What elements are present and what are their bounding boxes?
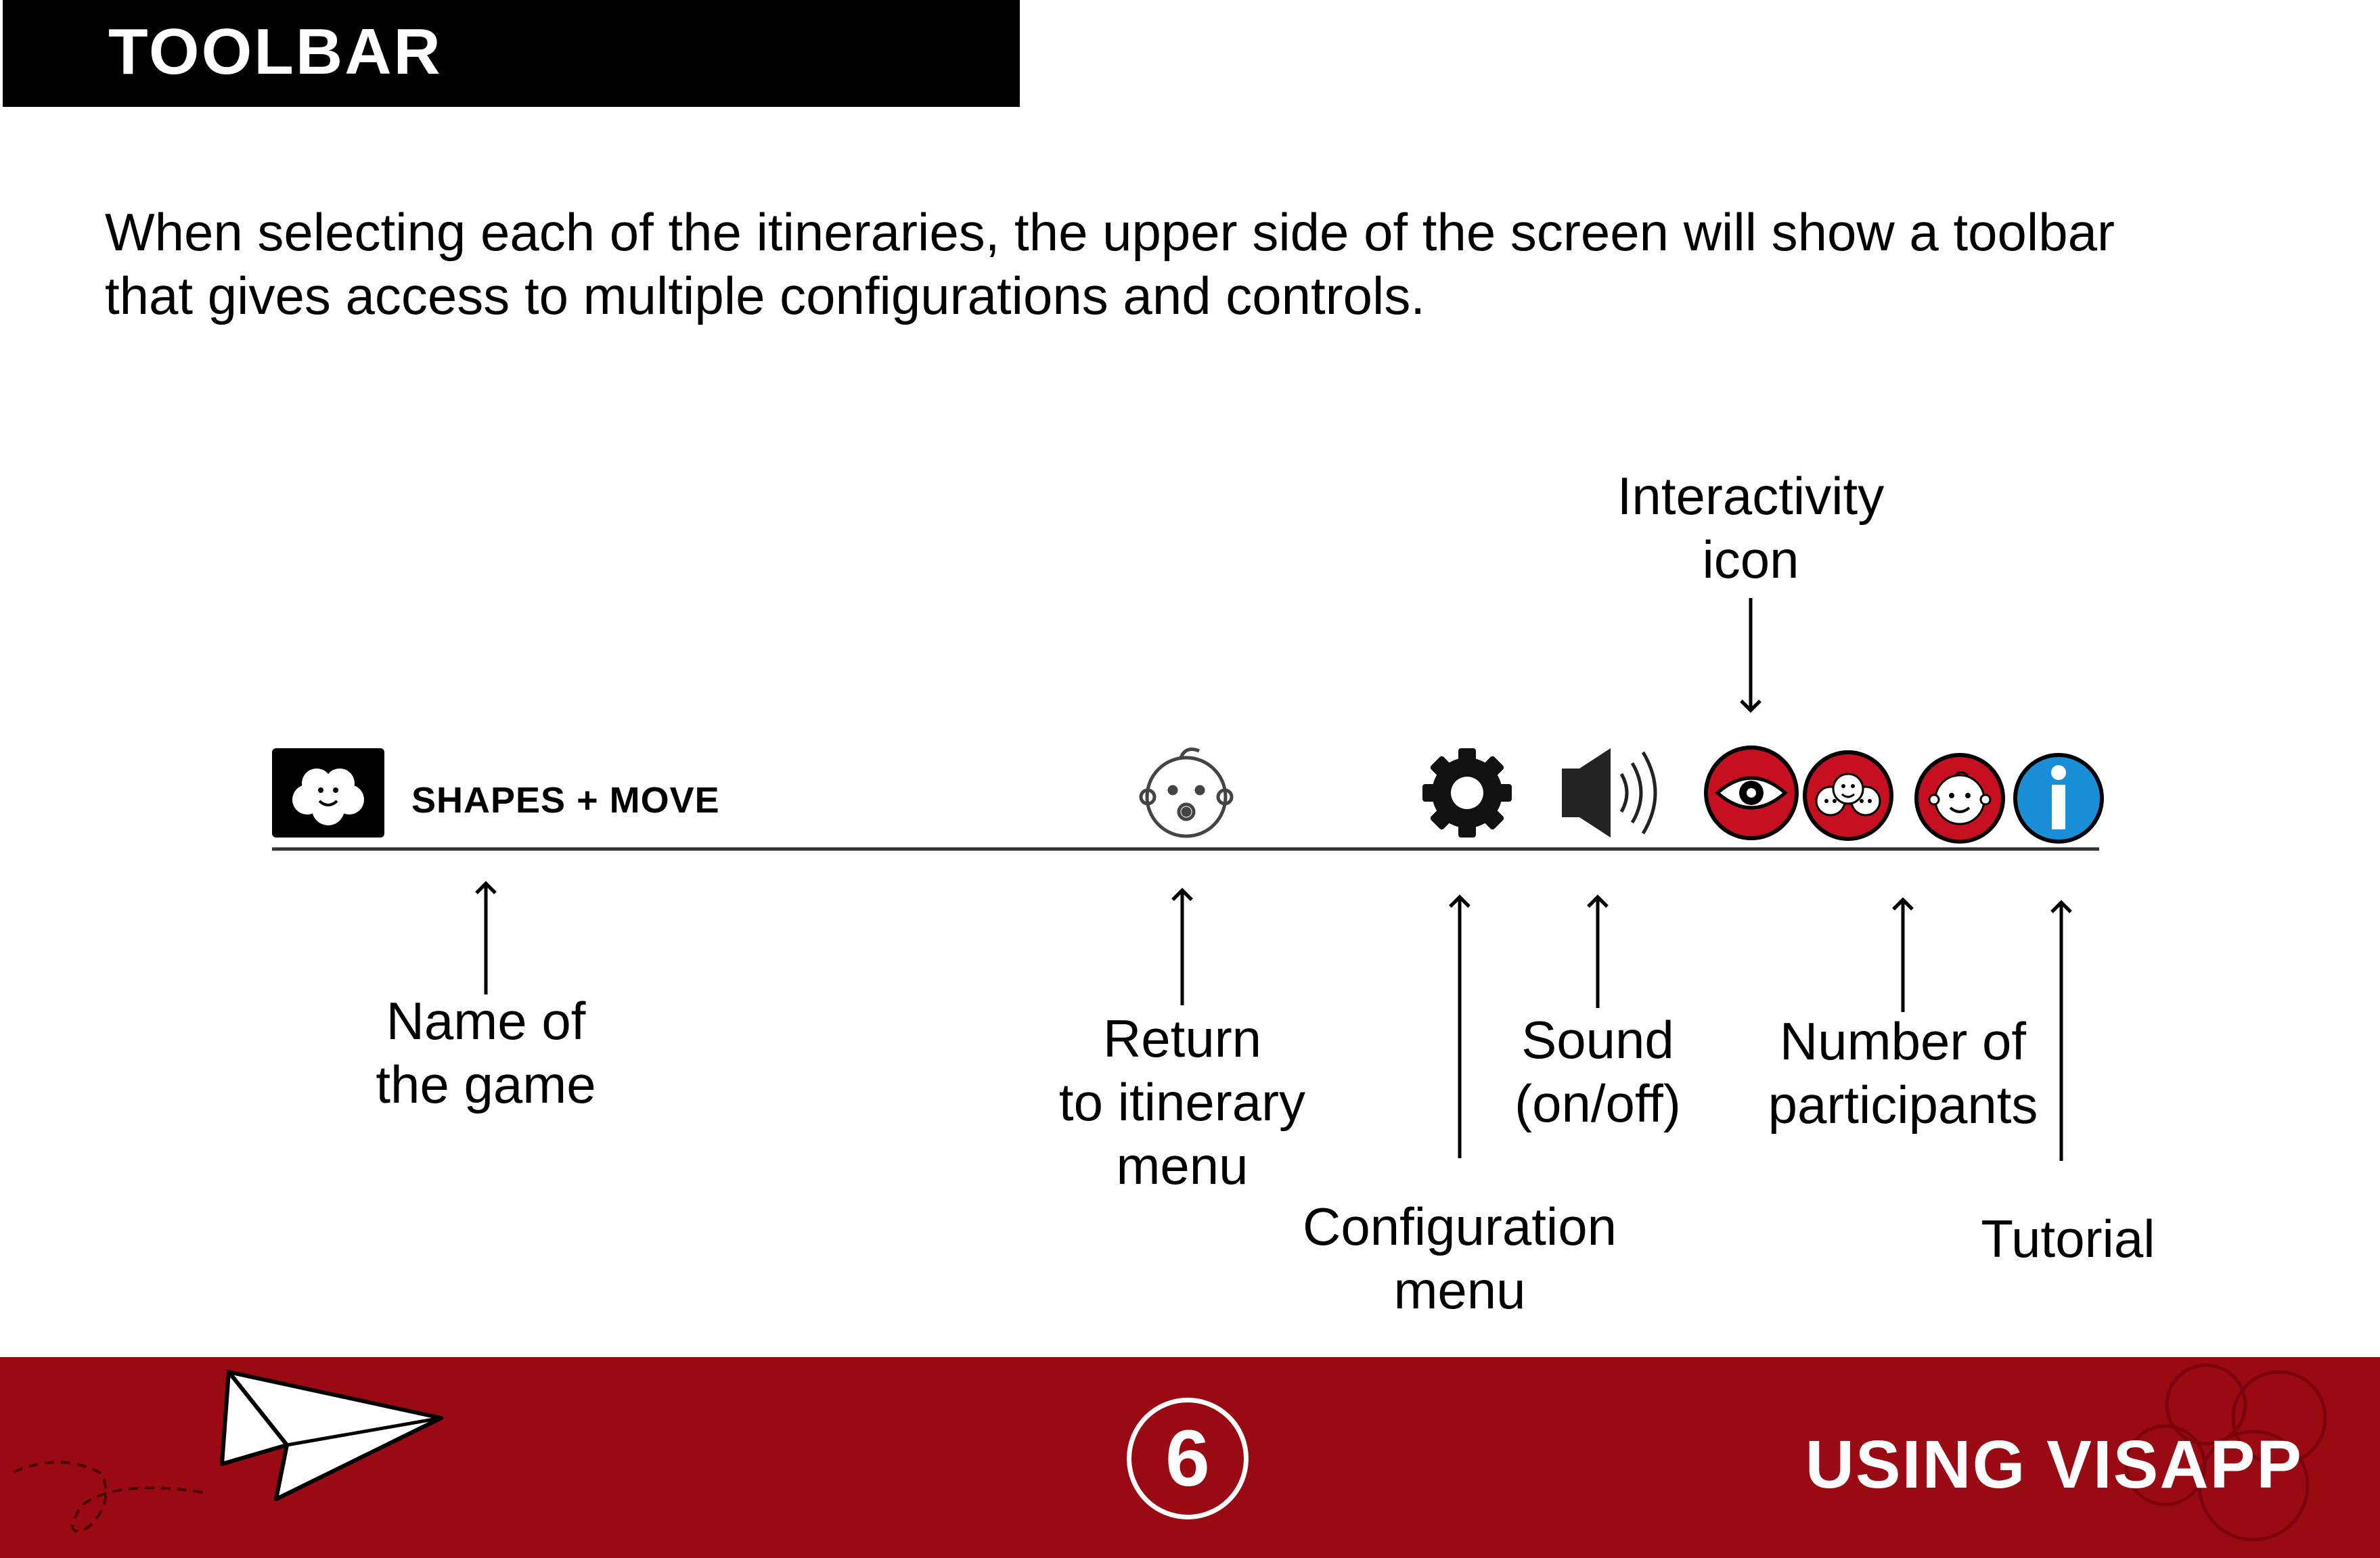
info-icon[interactable]: [2013, 753, 2104, 844]
game-name: SHAPES + MOVE: [411, 780, 720, 821]
label-tutorial: Tutorial: [1981, 1209, 2155, 1268]
intro-line: that gives access to multiple configurat…: [105, 266, 1426, 325]
footer-title: USING VISAPP: [1805, 1427, 2303, 1503]
page-number: 6: [1127, 1398, 1249, 1519]
label-interactivity: Interactivity icon: [1617, 466, 1885, 589]
intro-line: When selecting each of the itineraries, …: [105, 202, 2115, 262]
footer-bar: [0, 1357, 2380, 1558]
header-bar: [3, 0, 1020, 107]
speaker-icon[interactable]: [1562, 748, 1657, 838]
page-title: TOOLBAR: [108, 16, 443, 88]
label-return-menu: Return to itinerary menu: [1058, 1009, 1306, 1195]
group-faces-icon[interactable]: [1803, 750, 1893, 841]
baby-face-icon[interactable]: [1139, 748, 1234, 838]
paper-plane-icon: [13, 1370, 443, 1532]
label-name-of-game: Name of the game: [376, 991, 596, 1114]
gear-icon[interactable]: [1422, 748, 1512, 838]
intro-paragraph: When selecting each of the itineraries, …: [105, 200, 2365, 327]
label-sound: Sound (on/off): [1514, 1010, 1681, 1133]
label-participants: Number of participants: [1768, 1011, 2038, 1135]
cloud-icon: [2124, 1363, 2327, 1542]
flower-logo-icon: [272, 748, 384, 838]
child-face-icon[interactable]: [1914, 753, 2005, 844]
label-configuration-menu: Configuration menu: [1303, 1197, 1617, 1320]
eye-icon[interactable]: [1704, 746, 1799, 840]
